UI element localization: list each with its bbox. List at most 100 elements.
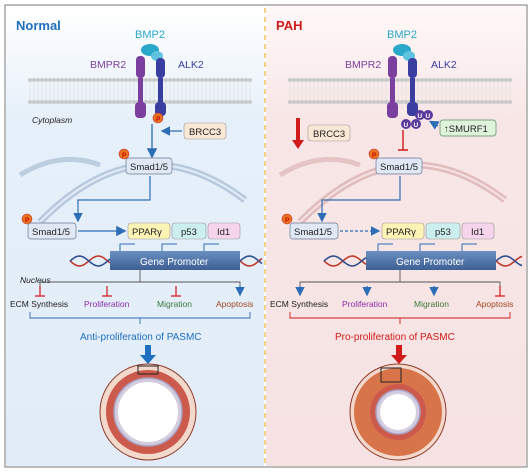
id1-box-left (207, 222, 241, 240)
er-left (18, 156, 101, 178)
receptor-complex-left: BMP2 BMPR2 ALK2 P (90, 29, 204, 124)
phospho-smad-cyto-left-label: P (122, 152, 127, 159)
outcome-label-left: Anti-proliferation of PASMC (80, 332, 202, 343)
smurf1-arrow (428, 120, 440, 130)
smad-cyto-label-left: Smad1/5 (130, 162, 168, 173)
vessel-cross-section-left (99, 363, 197, 461)
brcc3-label-right: BRCC3 (313, 129, 345, 140)
ppar-label-left: PPARγ (132, 227, 162, 238)
ppar-box-right (381, 222, 425, 240)
phospho-smad-nuc-left-label: P (25, 217, 30, 224)
alk2-kinase-left (155, 102, 166, 116)
smurf1-box (439, 119, 497, 137)
effect-proliferation-left: Proliferation (84, 299, 130, 309)
smurf1-label: ↑SMURF1 (444, 124, 488, 135)
effect-markers-right (295, 286, 505, 297)
effect-migration-right: Migration (414, 299, 449, 309)
normal-title: Normal (16, 18, 61, 33)
phospho-alk2-left (152, 112, 164, 124)
ppar-label-right: PPARγ (386, 227, 416, 238)
bmpr2-ectodomain-right (388, 56, 397, 78)
phospho-smad-nuc-right (281, 213, 293, 225)
phospho-smad-cyto-left (118, 148, 130, 160)
gene-promoter-box-left (110, 251, 240, 270)
effect-proliferation-right: Proliferation (342, 299, 388, 309)
cytoplasm-label-left: Cytoplasm (32, 115, 72, 125)
brcc3-box-right (307, 124, 351, 142)
bmpr2-kinase-right (387, 102, 398, 118)
nucleus-label-left: Nucleus (20, 275, 51, 285)
id1-label-right: Id1 (471, 227, 484, 238)
effect-markers-left (35, 286, 245, 297)
receptor-complex-right: BMP2 BMPR2 ALK2 U U U U (345, 29, 457, 129)
gene-promoter-label-left: Gene Promoter (140, 257, 209, 268)
bmpr2-ectodomain-left (136, 56, 145, 78)
figure-border (4, 4, 528, 468)
outcome-label-right: Pro-proliferation of PASMC (335, 332, 455, 343)
smad-cyto-label-right: Smad1/5 (380, 162, 418, 173)
effect-ecm-right: ECM Synthesis (270, 299, 328, 309)
receptor-to-smad-inhibit-right (398, 130, 408, 151)
bmpr2-label-left: BMPR2 (90, 59, 126, 71)
promoter-transcription-arrows-right (377, 243, 477, 251)
phospho-alk2-left-label: P (156, 116, 161, 123)
vessel-zoom-box-left (137, 365, 159, 375)
dna-right (323, 255, 523, 267)
effects-bracket-right (299, 270, 501, 286)
vessel-zoom-box-right (380, 367, 402, 383)
vessel-cross-section-right (349, 363, 447, 461)
gene-promoter-box-right (366, 251, 496, 270)
p53-label-right: p53 (435, 227, 451, 238)
phospho-smad-nuc-left (21, 213, 33, 225)
phospho-smad-cyto-right-label: P (372, 152, 377, 159)
smad-cyto-box-right (375, 157, 423, 175)
svg-text:U: U (414, 122, 419, 129)
ubiquitin-chain: U U U U (401, 110, 433, 129)
svg-text:U: U (418, 113, 423, 120)
effect-apoptosis-left: Apoptosis (216, 299, 253, 309)
p53-box-left (171, 222, 207, 240)
id1-box-right (461, 222, 495, 240)
alk2-label-left: ALK2 (178, 59, 204, 71)
phospho-smad-nuc-right-label: P (285, 217, 290, 224)
svg-text:U: U (426, 113, 431, 120)
brcc3-down-arrow (292, 118, 304, 149)
effect-apoptosis-right: Apoptosis (476, 299, 513, 309)
effect-ecm-left: ECM Synthesis (10, 299, 68, 309)
smad-nuc-label-right: Smad1/5 (294, 227, 332, 238)
outcome-arrow-left (140, 345, 156, 364)
smad-nuc-box-left (27, 222, 77, 240)
bmpr2-label-right: BMPR2 (345, 59, 381, 71)
phospho-smad-cyto-right (368, 148, 380, 160)
bmp2-label-right: BMP2 (387, 29, 417, 41)
effects-bracket-left (39, 270, 241, 286)
svg-text:U: U (404, 122, 409, 129)
er-right (278, 156, 361, 178)
alk2-tm-left (158, 78, 163, 102)
smad-translocation-arrow-left (73, 176, 151, 223)
alk2-label-right: ALK2 (431, 59, 457, 71)
promoter-transcription-arrows-left (119, 243, 219, 251)
id1-label-left: Id1 (217, 227, 230, 238)
brcc3-box-left (183, 122, 227, 140)
pah-title: PAH (276, 18, 302, 33)
dna-left (69, 255, 263, 267)
alk2-tm-right (410, 78, 415, 102)
smad-translocation-arrow-right (317, 176, 401, 223)
p53-box-right (425, 222, 461, 240)
brcc3-label-left: BRCC3 (189, 127, 221, 138)
outcome-arrow-right (391, 345, 407, 364)
smad-nuc-box-right (289, 222, 339, 240)
outcome-bracket-left (29, 312, 251, 324)
alk2-ectodomain-right (408, 58, 417, 78)
smad-nuc-label-left: Smad1/5 (32, 227, 70, 238)
alk2-kinase-right (407, 102, 418, 116)
bmpr2-tm-right (390, 78, 395, 102)
bmpr2-tm-left (138, 78, 143, 102)
bmp2-label-left: BMP2 (135, 29, 165, 41)
bmpr2-kinase-left (135, 102, 146, 118)
smad-cyto-box-left (125, 157, 173, 175)
effect-migration-left: Migration (157, 299, 192, 309)
outcome-bracket-right (289, 312, 511, 324)
